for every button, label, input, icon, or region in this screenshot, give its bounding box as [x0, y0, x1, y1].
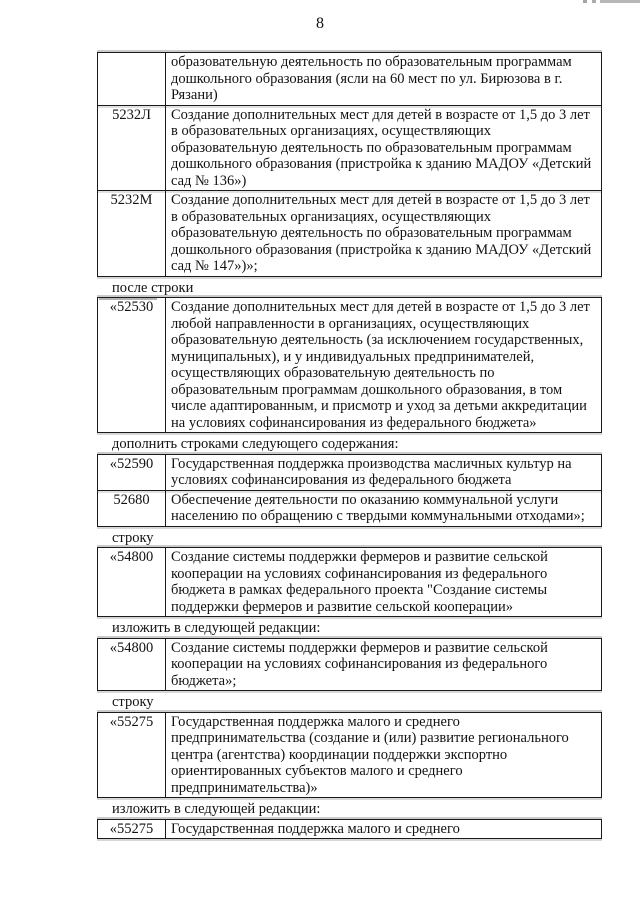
table-row: «54800 Создание системы поддержки фермер… [98, 638, 601, 690]
amendment-table-3: «52590 Государственная поддержка произво… [97, 453, 602, 527]
amendment-table-4: «54800 Создание системы поддержки фермер… [97, 547, 602, 617]
description-cell: Государственная поддержка малого и средн… [171, 713, 569, 796]
instruction-text: строку [112, 529, 154, 546]
instruction-text: изложить в следующей редакции: [112, 620, 321, 636]
table-row: 5232Л Создание дополнительных мест для д… [98, 105, 601, 191]
table-row: образовательную деятельность по образова… [98, 53, 601, 106]
table-row: «52590 Государственная поддержка произво… [98, 454, 601, 491]
table-row: «55275 Государственная поддержка малого … [98, 819, 601, 838]
amendment-table-2: «52530 Создание дополнительных мест для … [97, 297, 602, 433]
table-row: 5232М Создание дополнительных мест для д… [98, 191, 601, 276]
table-row: «52530 Создание дополнительных мест для … [98, 298, 601, 432]
amendment-table-5: «54800 Создание системы поддержки фермер… [97, 637, 602, 691]
description-cell: образовательную деятельность по образова… [171, 54, 572, 103]
table-row: «55275 Государственная поддержка малого … [98, 712, 601, 797]
code-cell: «55275 [98, 819, 166, 838]
code-cell: 5232М [98, 191, 166, 276]
code-cell [98, 53, 166, 105]
document-content: образовательную деятельность по образова… [97, 52, 602, 839]
code-cell: 52680 [98, 490, 166, 526]
description-cell: Создание системы поддержки фермеров и ра… [171, 549, 548, 615]
instruction-text: изложить в следующей редакции: [112, 801, 321, 817]
code-cell: «55275 [98, 712, 166, 797]
amendment-table-6: «55275 Государственная поддержка малого … [97, 711, 602, 798]
instruction-text: строку [112, 694, 154, 710]
code-cell: «52530 [98, 298, 166, 432]
code-cell: «54800 [98, 548, 166, 616]
amendment-table-1: образовательную деятельность по образова… [97, 52, 602, 277]
description-cell: Создание системы поддержки фермеров и ра… [171, 639, 548, 689]
table-row: 52680 Обеспечение деятельности по оказан… [98, 490, 601, 526]
description-cell: Государственная поддержка производства м… [171, 455, 572, 489]
table-row: «54800 Создание системы поддержки фермер… [98, 548, 601, 616]
code-cell: 5232Л [98, 105, 166, 190]
description-cell: Создание дополнительных мест для детей в… [171, 106, 592, 189]
description-cell: Создание дополнительных мест для детей в… [171, 299, 590, 431]
description-cell: Создание дополнительных мест для детей в… [171, 192, 592, 274]
amendment-table-7: «55275 Государственная поддержка малого … [97, 818, 602, 839]
description-cell: Государственная поддержка малого и средн… [171, 820, 460, 837]
description-cell: Обеспечение деятельности по оказанию ком… [171, 491, 585, 525]
page-number: 8 [316, 15, 324, 32]
code-cell: «52590 [98, 454, 166, 490]
code-cell: «54800 [98, 638, 166, 690]
instruction-text: после строки [112, 279, 194, 296]
instruction-text: дополнить строками следующего содержания… [112, 436, 399, 452]
